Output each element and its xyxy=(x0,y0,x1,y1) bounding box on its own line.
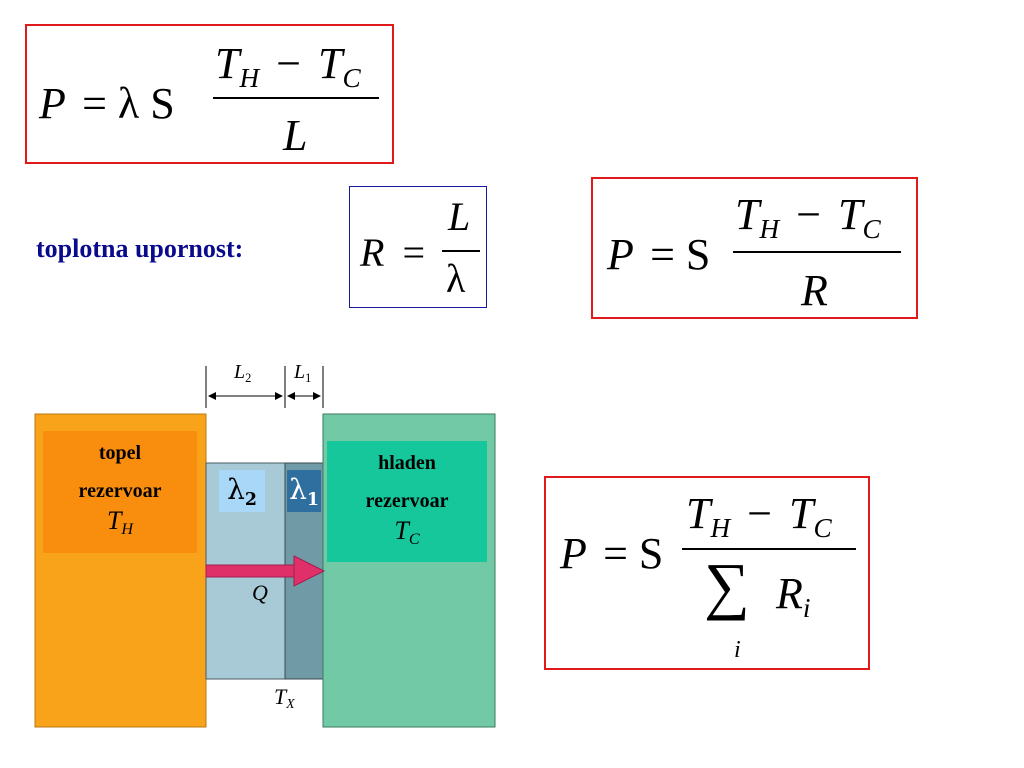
cold-reservoir-label-bg xyxy=(327,441,487,562)
formula-box-power-resistance: P = S TH − TC R xyxy=(591,177,918,319)
cold-reservoir-line2: rezervoar xyxy=(365,490,449,512)
formula1-fraction-bar xyxy=(213,97,379,99)
formula1-lhs-prefix: P = λ S xyxy=(39,82,175,126)
dim-label-l2: L2 xyxy=(234,361,252,385)
formula1-num-sub2: C xyxy=(342,62,361,93)
formula1-rhs-prefix: = λ S xyxy=(82,79,175,128)
formula3-num-sub2: C xyxy=(862,213,881,244)
cold-reservoir-text: hladen rezervoar TC xyxy=(327,450,487,548)
formula3-fraction-bar xyxy=(733,251,901,253)
interface-t-sub: X xyxy=(286,696,295,712)
formula4-den-r: R xyxy=(776,569,803,618)
lambda2-sub: 2 xyxy=(244,489,257,510)
formula3-num-t1: T xyxy=(735,190,760,239)
lambda1-label: λ1 xyxy=(287,473,321,509)
hot-reservoir xyxy=(34,413,207,728)
formula1-num-minus: − xyxy=(276,39,302,88)
formula3-denominator: R xyxy=(801,266,828,315)
formula1-num-sub1: H xyxy=(239,62,260,93)
formula4-fraction-bar xyxy=(682,548,856,550)
formula2-denominator: λ xyxy=(446,256,466,301)
formula1-denominator: L xyxy=(283,111,308,160)
formula3-lhs: P xyxy=(607,230,634,279)
dim-l1-letter: L xyxy=(294,361,306,383)
interface-temperature-label: TX xyxy=(274,684,295,712)
formula1-num-t2: T xyxy=(318,39,343,88)
lambda2-label: λ2 xyxy=(219,473,265,509)
dim-label-l1: L1 xyxy=(294,361,312,385)
formula4-num-t2: T xyxy=(789,489,814,538)
cold-t-letter: T xyxy=(394,516,409,545)
cold-reservoir xyxy=(322,413,496,728)
hot-reservoir-text: topel rezervoar TH xyxy=(43,440,197,538)
formula4-num-sub1: H xyxy=(710,512,731,543)
formula3-num-minus: − xyxy=(796,190,822,239)
formula3-num-t2: T xyxy=(838,190,863,239)
formula2-lhs: R xyxy=(360,230,385,275)
formula2-numerator: L xyxy=(448,194,471,239)
lambda2-bg xyxy=(219,470,265,512)
interface-t-letter: T xyxy=(274,684,287,709)
hot-reservoir-temperature: TH xyxy=(43,504,197,538)
formula2-lhs-group: R = xyxy=(360,233,425,273)
thermal-resistance-label: toplotna upornost: xyxy=(36,234,244,263)
hot-reservoir-label-bg xyxy=(43,431,197,553)
sum-symbol: ∑ xyxy=(704,550,750,621)
heat-flow-arrow xyxy=(205,555,326,587)
heat-flow-label: Q xyxy=(252,580,268,605)
hot-t-sub: H xyxy=(121,521,134,539)
formula4-denominator: Ri xyxy=(776,569,810,622)
slab-lambda1 xyxy=(284,462,324,680)
cold-reservoir-temperature: TC xyxy=(327,514,487,548)
lambda1-letter: λ xyxy=(289,473,307,506)
dim-l2-letter: L xyxy=(234,361,246,383)
cold-t-sub: C xyxy=(408,531,420,549)
formula3-rhs-prefix: = S xyxy=(650,230,711,279)
formula2-eq: = xyxy=(402,230,425,275)
formula4-num-t1: T xyxy=(686,489,711,538)
formula1-num-t1: T xyxy=(215,39,240,88)
formula4-numerator: TH − TC xyxy=(686,489,832,542)
formula4-rhs-prefix: = S xyxy=(603,529,664,578)
formula4-lhs: P xyxy=(560,529,587,578)
formula3-numerator: TH − TC xyxy=(735,190,881,243)
formula1-lhs: P xyxy=(39,79,66,128)
formula-box-heat-power: P = λ S TH − TC L xyxy=(25,24,394,164)
formula-box-resistance: R = L λ xyxy=(349,186,487,308)
formula4-lhs-group: P = S xyxy=(560,532,663,576)
formula3-num-sub1: H xyxy=(759,213,780,244)
cold-reservoir-line1: hladen xyxy=(378,452,436,474)
lambda2-letter: λ xyxy=(227,473,245,506)
slab-lambda2 xyxy=(205,462,286,680)
hot-t-letter: T xyxy=(106,506,122,535)
formula-box-series-resistance: P = S TH − TC ∑ Ri i xyxy=(544,476,870,670)
formula4-num-minus: − xyxy=(747,489,773,538)
dim-l1-sub: 1 xyxy=(305,370,312,385)
formula4-num-sub2: C xyxy=(813,512,832,543)
lambda1-sub: 1 xyxy=(306,489,319,510)
hot-reservoir-line1: topel xyxy=(98,442,142,464)
dimension-lines xyxy=(205,366,324,408)
hot-reservoir-line2: rezervoar xyxy=(78,480,162,502)
dim-l2-sub: 2 xyxy=(245,370,252,385)
formula3-lhs-group: P = S xyxy=(607,233,710,277)
formula2-fraction-bar xyxy=(442,250,480,252)
lambda1-bg xyxy=(287,470,321,512)
sum-index: i xyxy=(734,637,741,663)
formula4-den-sub: i xyxy=(802,592,811,623)
formula1-numerator: TH − TC xyxy=(215,39,361,92)
